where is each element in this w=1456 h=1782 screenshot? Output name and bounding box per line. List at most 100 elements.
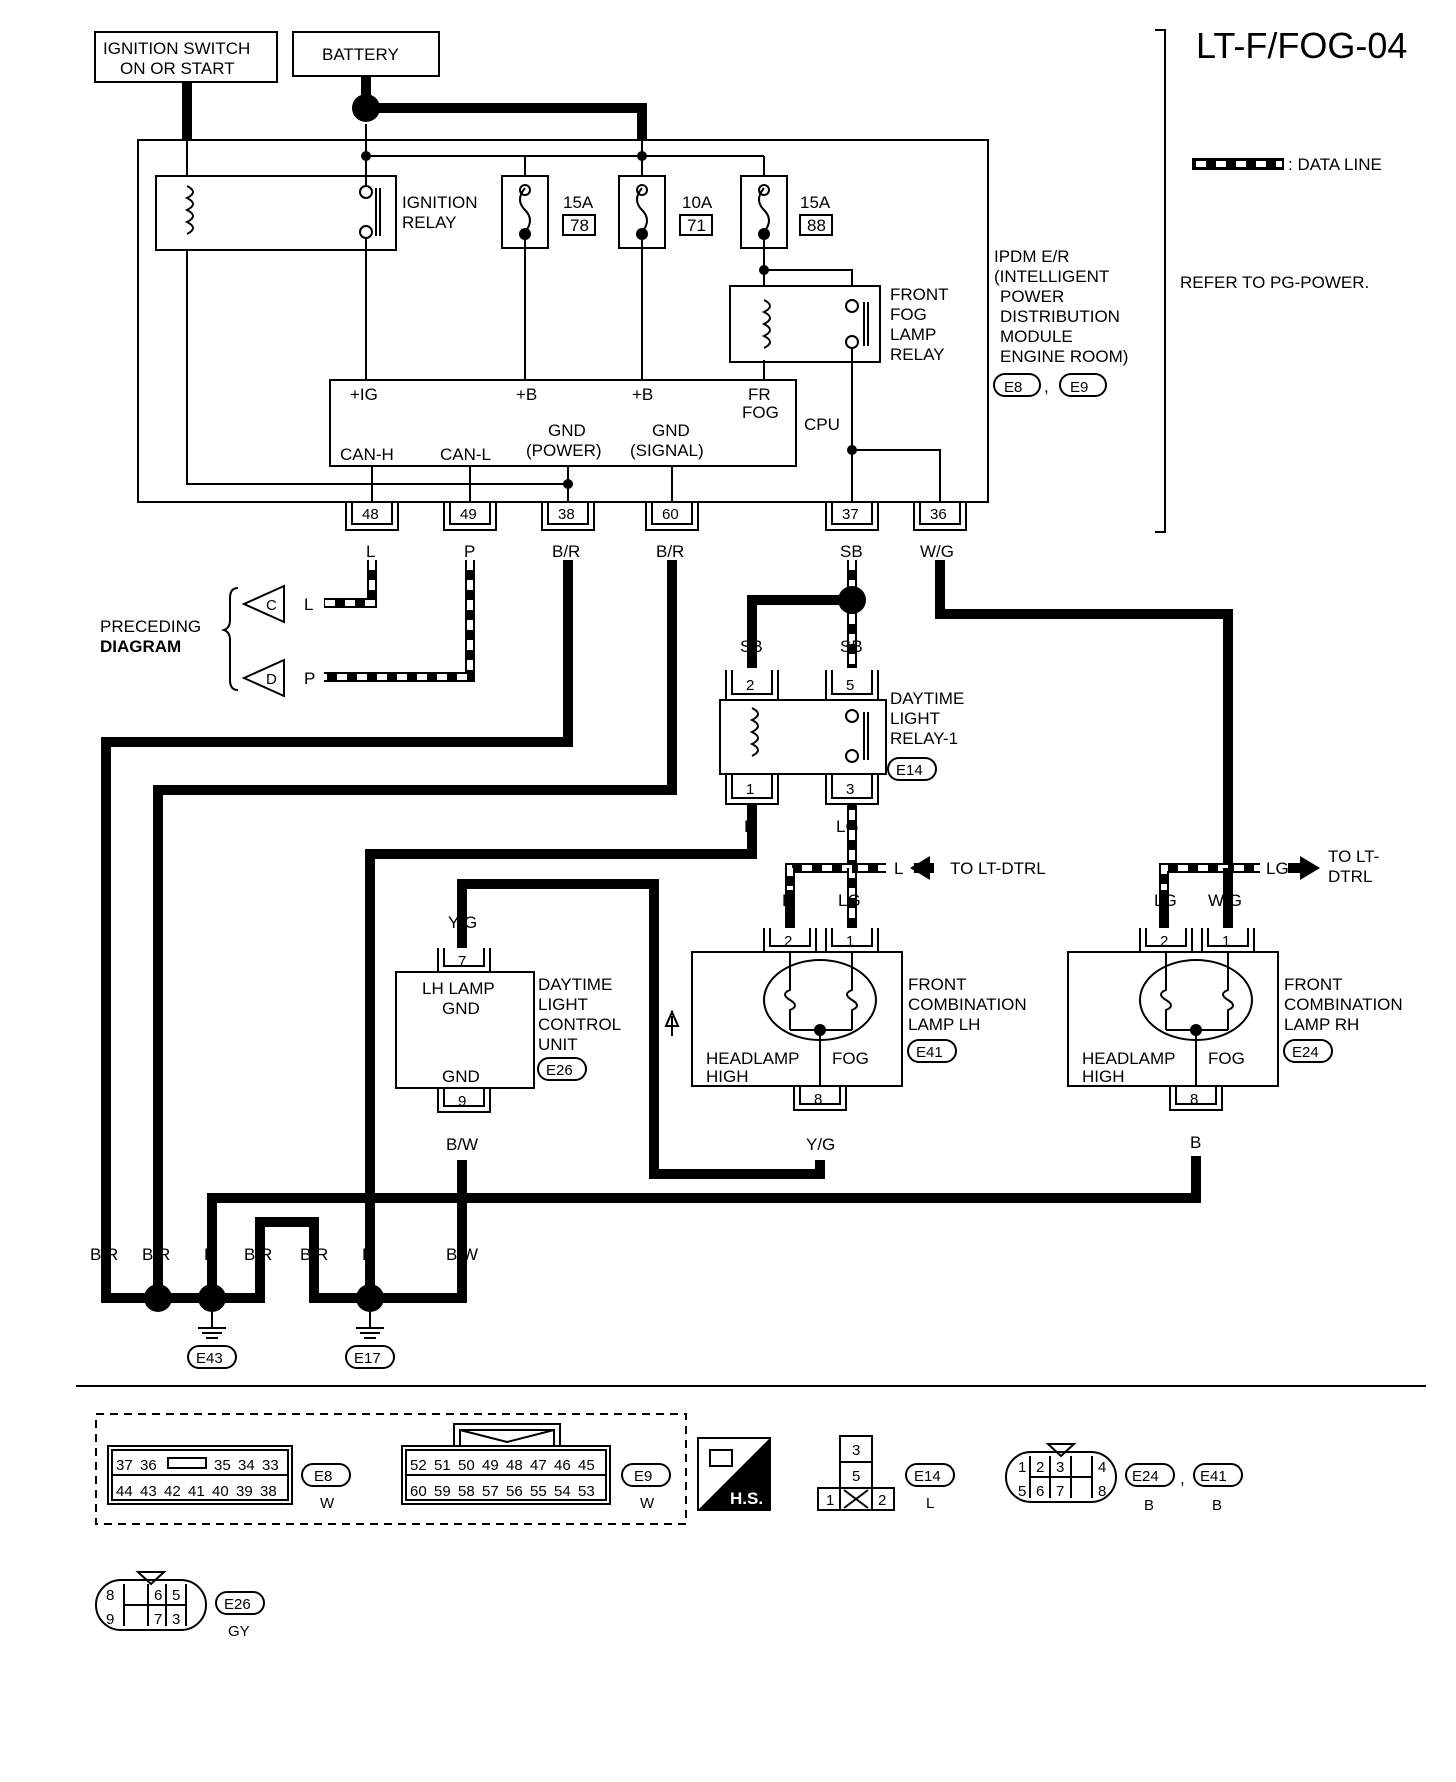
svg-text:1: 1 (746, 781, 754, 798)
svg-text:LIGHT: LIGHT (538, 995, 588, 1014)
ipdm-pins: 48 L 49 P 38 B/R 60 B/R 37 SB 36 W/G (345, 502, 967, 561)
svg-text:34: 34 (238, 1457, 255, 1474)
cpu-pin-wires (371, 466, 673, 502)
battery-box (292, 31, 440, 77)
svg-text:IGNITION: IGNITION (402, 193, 478, 212)
svg-text:2: 2 (1036, 1459, 1044, 1476)
svg-text:PRECEDING: PRECEDING (100, 617, 201, 636)
fuse-3-amp: 15A (800, 193, 831, 212)
svg-text:E24: E24 (1132, 1468, 1159, 1485)
svg-text:E43: E43 (196, 1350, 223, 1367)
svg-text:C: C (266, 597, 277, 614)
svg-text:44: 44 (116, 1483, 133, 1500)
svg-text:38: 38 (260, 1483, 277, 1500)
svg-text:8: 8 (1098, 1483, 1106, 1500)
svg-text:E14: E14 (914, 1468, 941, 1485)
svg-text:E14: E14 (896, 762, 923, 779)
hs-icon: H.S. (697, 1437, 771, 1511)
fuse-1-num: 78 (570, 216, 589, 235)
svg-text:51: 51 (434, 1457, 451, 1474)
svg-text:LAMP RH: LAMP RH (1284, 1015, 1359, 1034)
svg-text:E26: E26 (224, 1596, 251, 1613)
svg-text:(SIGNAL): (SIGNAL) (630, 441, 704, 460)
svg-text:W: W (640, 1495, 655, 1512)
svg-text:E17: E17 (354, 1350, 381, 1367)
svg-text:B/R: B/R (552, 542, 580, 561)
ipdm-label: IPDM E/R (INTELLIGENT POWER DISTRIBUTION… (993, 247, 1128, 397)
svg-text:LAMP LH: LAMP LH (908, 1015, 980, 1034)
svg-text:9: 9 (458, 1093, 466, 1110)
pin-38: 38 (558, 506, 575, 523)
svg-text:MODULE: MODULE (1000, 327, 1073, 346)
ignition-switch-label-2: ON OR START (120, 59, 235, 78)
fuse-wires (524, 240, 853, 382)
svg-text:SB: SB (840, 637, 863, 656)
fuse-1-amp: 15A (563, 193, 594, 212)
svg-text:7: 7 (154, 1611, 162, 1628)
svg-text:HIGH: HIGH (1082, 1067, 1125, 1086)
svg-text:DIAGRAM: DIAGRAM (100, 637, 181, 656)
svg-text:B/R: B/R (90, 1245, 118, 1264)
svg-text:B: B (1190, 1133, 1201, 1152)
front-combination-lamp-lh: L LG 2 1 HEADLAMP HIGH FOG FRONTCOMBINAT… (664, 890, 1027, 1154)
svg-text:37: 37 (116, 1457, 133, 1474)
svg-text:LH LAMP: LH LAMP (422, 979, 495, 998)
battery-label: BATTERY (322, 45, 399, 64)
fuse-2-amp: 10A (682, 193, 713, 212)
cpu-box: +IG +B +B FR FOG CAN-H CAN-L GND (POWER)… (329, 379, 797, 467)
svg-text:6: 6 (154, 1587, 162, 1604)
svg-text:B/W: B/W (446, 1245, 478, 1264)
svg-text:DAYTIME: DAYTIME (890, 689, 964, 708)
svg-text:LG: LG (838, 891, 861, 910)
svg-text:COMBINATION: COMBINATION (1284, 995, 1403, 1014)
legend-refer: REFER TO PG-POWER. (1180, 273, 1369, 292)
svg-text:3: 3 (1056, 1459, 1064, 1476)
svg-text:GND: GND (548, 421, 586, 440)
svg-text:33: 33 (262, 1457, 279, 1474)
svg-text:E8: E8 (314, 1468, 332, 1485)
svg-text:8: 8 (814, 1091, 822, 1108)
ground-e43: E43 (187, 1312, 237, 1369)
fog-relay-wires (763, 348, 853, 502)
cpu-label: CPU (804, 415, 840, 434)
battery-wire (361, 76, 647, 140)
svg-text:1: 1 (1222, 933, 1230, 950)
relay-b-wire (365, 804, 757, 1298)
svg-text:L: L (366, 542, 375, 561)
svg-text:1: 1 (1018, 1459, 1026, 1476)
svg-text:IPDM E/R: IPDM E/R (994, 247, 1070, 266)
svg-text:B/R: B/R (656, 542, 684, 561)
svg-text:ENGINE ROOM): ENGINE ROOM) (1000, 347, 1128, 366)
svg-text:5: 5 (172, 1587, 180, 1604)
svg-text:3: 3 (846, 781, 854, 798)
svg-text:W/G: W/G (1208, 891, 1242, 910)
svg-text:GND: GND (442, 1067, 480, 1086)
pin-49: 49 (460, 506, 477, 523)
svg-text:,: , (1180, 1469, 1185, 1488)
svg-text:GY: GY (228, 1623, 250, 1640)
svg-text:46: 46 (554, 1457, 571, 1474)
svg-text:B/R: B/R (244, 1245, 272, 1264)
svg-text:5: 5 (846, 677, 854, 694)
to-lt-dtrl-right-2: DTRL (1328, 867, 1372, 886)
can-h-wire (324, 560, 377, 608)
svg-text:47: 47 (530, 1457, 547, 1474)
svg-text:CAN-L: CAN-L (440, 445, 491, 464)
svg-text:UNIT: UNIT (538, 1035, 578, 1054)
svg-text:GND: GND (442, 999, 480, 1018)
svg-text:B: B (204, 1245, 215, 1264)
pin-60: 60 (662, 506, 679, 523)
to-lt-dtrl-left: TO LT-DTRL (950, 859, 1046, 878)
svg-text:49: 49 (482, 1457, 499, 1474)
svg-text:+B: +B (516, 385, 537, 404)
daytime-light-control-unit: Y/G 7 LH LAMP GND GND DAYTIMELIGHTCONTRO… (395, 913, 621, 1154)
svg-text:43: 43 (140, 1483, 157, 1500)
svg-text:57: 57 (482, 1483, 499, 1500)
svg-text:1: 1 (826, 1492, 834, 1509)
svg-text:53: 53 (578, 1483, 595, 1500)
cpu-36-wire (852, 449, 941, 502)
svg-text:1: 1 (846, 933, 854, 950)
